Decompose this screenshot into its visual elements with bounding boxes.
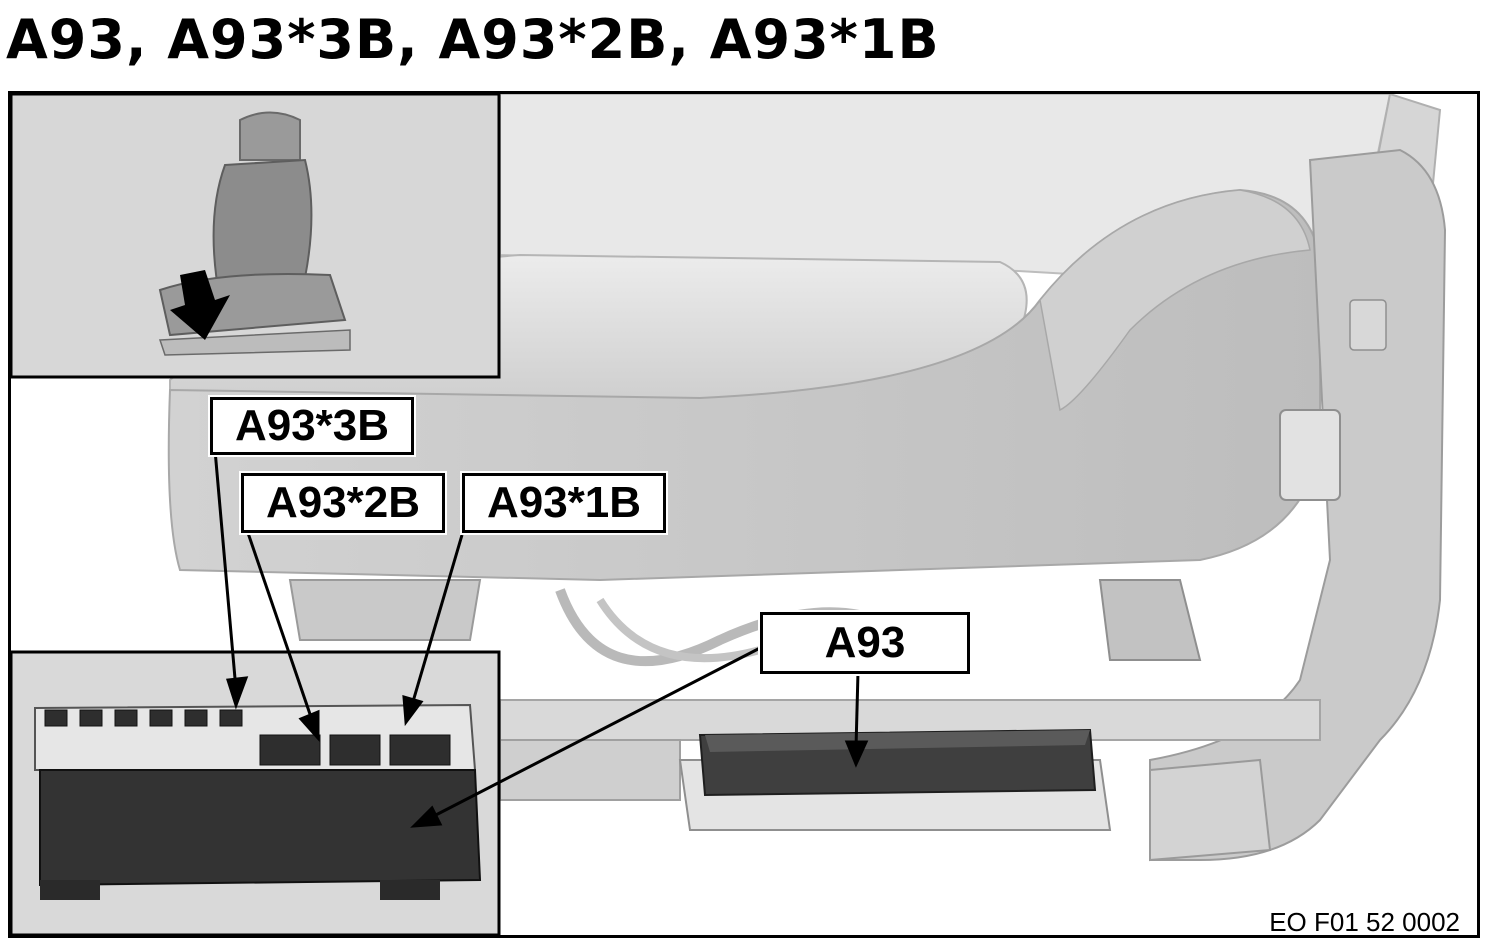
inset-seat-location: [9, 92, 501, 379]
figure-code: EO F01 52 0002: [1269, 907, 1460, 937]
leader-arrows: [213, 449, 869, 828]
label-a93-1b: A93*1B: [462, 473, 666, 533]
page-title: A93, A93*3B, A93*2B, A93*1B: [6, 8, 940, 71]
label-a93: A93: [760, 612, 970, 674]
a93-module-closeup: [39, 769, 482, 887]
label-a93-3b: A93*3B: [210, 397, 414, 455]
inset-module-closeup: [9, 650, 501, 937]
location-arrow-icon: [170, 270, 230, 340]
label-a93-2b: A93*2B: [241, 473, 445, 533]
